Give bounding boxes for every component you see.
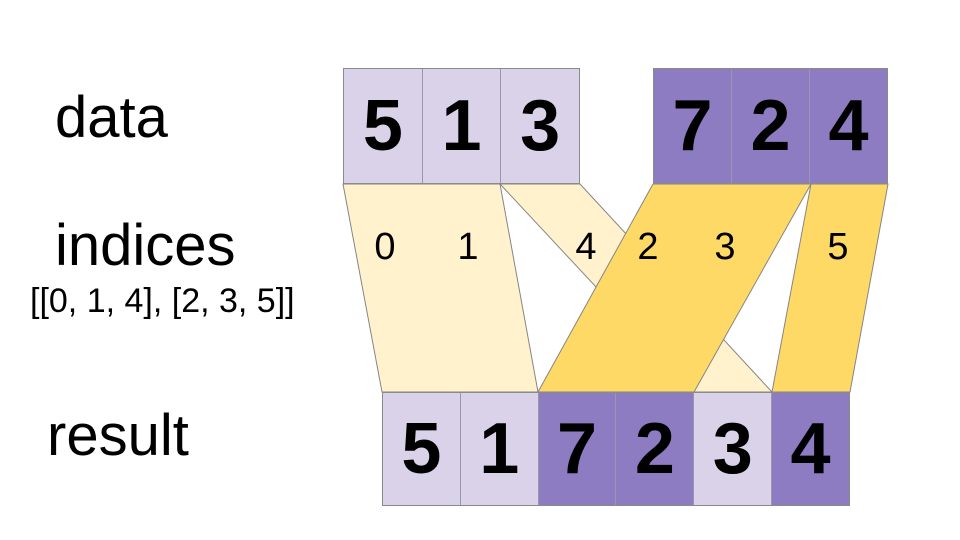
result-cell: 5	[383, 393, 460, 505]
index-label: 4	[575, 226, 597, 268]
index-label: 2	[637, 226, 659, 268]
data-cell: 1	[421, 69, 501, 183]
index-label: 5	[827, 226, 849, 268]
data-cell: 5	[344, 69, 422, 183]
result-cell: 2	[615, 393, 694, 505]
result-cell: 7	[537, 393, 616, 505]
band-index-5	[771, 183, 889, 393]
index-label: 0	[374, 226, 396, 268]
indices-value-label: [[0, 1, 4], [2, 3, 5]]	[30, 282, 295, 320]
indices-label: indices	[55, 213, 236, 278]
result-cell: 3	[693, 393, 772, 505]
data-cell: 3	[500, 69, 580, 183]
band-indices-0-1	[342, 183, 539, 393]
data-label: data	[55, 85, 168, 150]
result-label: result	[47, 403, 189, 468]
data-cell: 7	[654, 69, 731, 183]
result-row: 5 1 7 2 3 4	[382, 392, 850, 506]
data-cell: 2	[731, 69, 809, 183]
result-cell: 4	[771, 393, 849, 505]
index-label: 1	[457, 226, 479, 268]
data-cell: 4	[809, 69, 887, 183]
result-cell: 1	[459, 393, 538, 505]
data-group-2: 7 2 4	[653, 68, 888, 184]
data-group-1: 5 1 3	[343, 68, 580, 184]
index-label: 3	[714, 226, 736, 268]
